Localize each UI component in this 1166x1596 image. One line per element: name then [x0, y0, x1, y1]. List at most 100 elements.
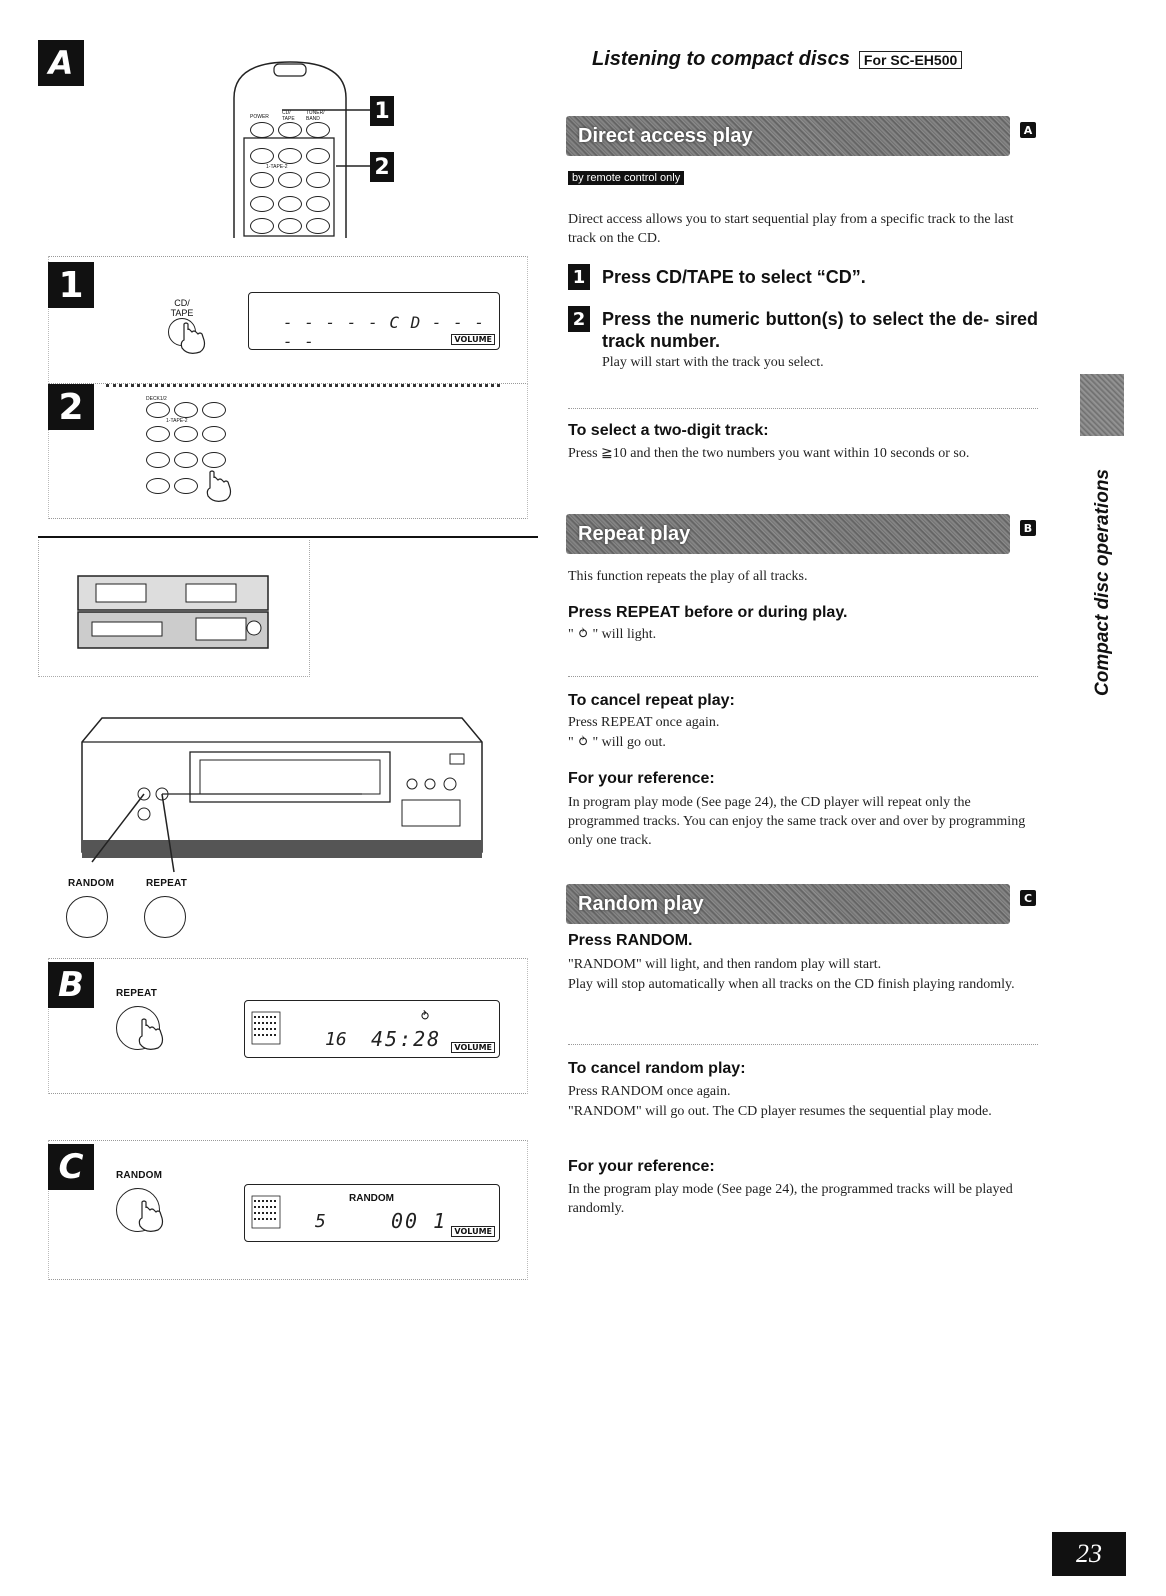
separator [568, 408, 1038, 409]
direct-access-letter: A [1020, 122, 1036, 138]
direct-access-banner: Direct access play [566, 116, 1010, 156]
step2-panel-badge: 2 [48, 384, 94, 430]
repeat-light: " ⥁ " will light. [568, 627, 657, 642]
step1-panel-number: 1 [58, 264, 84, 306]
page-number: 23 [1052, 1532, 1126, 1576]
remote-control-illustration: POWER CD/ TAPE TUNER/ BAND 1-TAPE-2 [230, 58, 350, 238]
remote-cdtape-button[interactable] [278, 122, 302, 138]
step2-tape-label: 1-TAPE-2 [166, 418, 188, 424]
random-button-label: RANDOM [68, 878, 115, 889]
repeat-cancel-text2: " ⥁ " will go out. [568, 735, 666, 750]
remote-step1-badge: 1 [370, 96, 394, 126]
left-divider [38, 536, 538, 538]
remote-num-button[interactable] [278, 148, 302, 164]
step2-deck-label: DECK1/2 [146, 396, 167, 402]
repeat-banner-text: Repeat play [578, 523, 691, 545]
step1-lcd-display: - - - - - C D - - - - - VOLUME [248, 292, 500, 351]
panel-b-track: 16 [325, 1029, 347, 1050]
repeat-cancel-text1: Press REPEAT once again. [568, 715, 720, 730]
remote-only-tag: by remote control only [568, 171, 685, 185]
numeric-button[interactable] [202, 402, 226, 418]
panel-c-random-indicator: RANDOM [349, 1193, 394, 1204]
random-ref-text: In the program play mode (See page 24), … [568, 1182, 1013, 1216]
panel-c [48, 1140, 528, 1280]
numeric-button[interactable] [146, 478, 170, 494]
step1-instruction: Press CD/TAPE to select “CD”. [602, 267, 866, 287]
numeric-button[interactable] [146, 402, 170, 418]
remote-num-button[interactable] [250, 148, 274, 164]
panel-b-repeat-label: REPEAT [116, 988, 158, 999]
page-header: Listening to compact discs For SC-EH500 [592, 48, 963, 71]
random-banner-text: Random play [578, 893, 704, 915]
step1-number-badge: 1 [568, 264, 590, 290]
two-digit-text: Press ≧10 and then the two numbers you w… [568, 446, 970, 461]
numeric-button[interactable] [146, 452, 170, 468]
section-c-badge: C [48, 1144, 94, 1190]
remote-step2-badge: 2 [370, 152, 394, 182]
random-ref-heading: For your reference: [568, 1158, 715, 1175]
direct-access-banner-text: Direct access play [578, 125, 753, 147]
remote-num-button[interactable] [250, 196, 274, 212]
random-press: Press RANDOM. [568, 932, 693, 949]
random-button[interactable] [66, 896, 108, 938]
remote-num-button[interactable] [278, 172, 302, 188]
remote-num-button[interactable] [306, 172, 330, 188]
panel-b-time: 45:28 [371, 1027, 442, 1051]
remote-tuner-button[interactable] [306, 122, 330, 138]
remote-num-button[interactable] [250, 172, 274, 188]
step1-number: 1 [572, 266, 586, 288]
track-grid-icon [251, 1011, 281, 1045]
direct-access-intro: Direct access allows you to start sequen… [568, 212, 1014, 246]
step2-panel-number: 2 [58, 386, 84, 428]
numeric-button[interactable] [202, 426, 226, 442]
numeric-button[interactable] [202, 452, 226, 468]
pressing-hand-icon [138, 1018, 164, 1050]
step1-volume-label: VOLUME [451, 334, 495, 345]
numeric-button[interactable] [174, 426, 198, 442]
remote-num-button[interactable] [306, 218, 330, 234]
repeat-cancel-heading: To cancel repeat play: [568, 692, 735, 709]
remote-num-button[interactable] [306, 148, 330, 164]
step2-top-dots [106, 384, 500, 387]
page-title: Listening to compact discs [592, 48, 850, 70]
remote-num-button[interactable] [278, 218, 302, 234]
side-tab-marker [1080, 374, 1124, 436]
numeric-button[interactable] [174, 402, 198, 418]
panel-b-lcd-display: 16 45:28 VOLUME ⥁ [244, 1000, 500, 1058]
step2-note: Play will start with the track you selec… [602, 355, 824, 370]
separator [568, 676, 1038, 677]
direct-access-letter-text: A [1023, 123, 1033, 137]
remote-callouts [282, 109, 372, 167]
remote-power-button[interactable] [250, 122, 274, 138]
remote-num-button[interactable] [250, 218, 274, 234]
step2-number-badge: 2 [568, 306, 590, 332]
remote-step2-number: 2 [374, 154, 390, 180]
remote-num-button[interactable] [306, 196, 330, 212]
section-a-letter: A [48, 44, 74, 82]
repeat-button[interactable] [144, 896, 186, 938]
remote-step1-number: 1 [374, 98, 390, 124]
random-cancel-text1: Press RANDOM once again. [568, 1084, 731, 1099]
repeat-banner: Repeat play [566, 514, 1010, 554]
numeric-button[interactable] [174, 452, 198, 468]
stereo-system-illustration [77, 575, 269, 649]
random-letter-text: C [1023, 891, 1033, 905]
step1-panel [48, 256, 528, 384]
panel-c-time: 00 1 [391, 1209, 448, 1233]
pressing-hand-icon [138, 1200, 164, 1232]
remote-tuner-label: TUNER/ BAND [306, 110, 325, 122]
section-a-badge: A [38, 40, 84, 86]
section-b-letter: B [58, 965, 84, 1005]
panel-c-lcd-display: RANDOM 5 00 1 VOLUME [244, 1184, 500, 1242]
cd-player-illustration [81, 717, 483, 873]
remote-num-button[interactable] [278, 196, 302, 212]
two-digit-heading: To select a two-digit track: [568, 422, 769, 439]
random-banner: Random play [566, 884, 1010, 924]
separator [568, 1044, 1038, 1045]
section-b-badge: B [48, 962, 94, 1008]
pressing-hand-icon [206, 470, 232, 502]
step1-panel-badge: 1 [48, 262, 94, 308]
numeric-button[interactable] [174, 478, 198, 494]
random-cancel-text2: "RANDOM" will go out. The CD player resu… [568, 1104, 992, 1119]
numeric-button[interactable] [146, 426, 170, 442]
